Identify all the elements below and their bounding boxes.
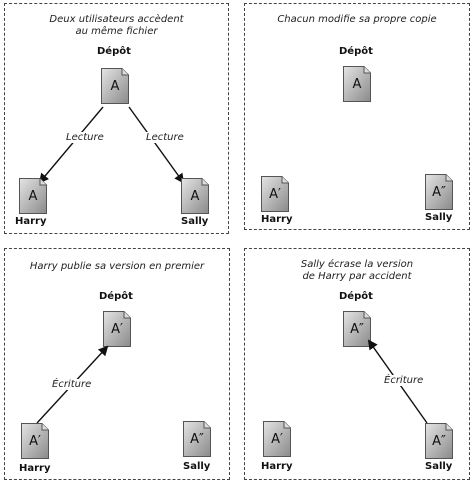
file-version: A <box>110 79 120 94</box>
panel-caption: Deux utilisateurs accèdent au même fichi… <box>5 14 228 38</box>
sally-label: Sally <box>425 212 453 223</box>
panel-caption: Chacun modifie sa propre copie <box>245 14 469 26</box>
sally-label: Sally <box>425 461 453 472</box>
write-label: Écriture <box>51 379 93 390</box>
panel-caption: Harry publie sa version en premier <box>5 261 229 273</box>
caption-line: de Harry par accident <box>302 271 412 282</box>
read-arrow-to-harry <box>38 106 104 184</box>
panel-shared-access: Deux utilisateurs accèdent au même fichi… <box>4 3 229 234</box>
sally-label: Sally <box>183 461 211 472</box>
read-label-left: Lecture <box>65 132 105 143</box>
write-label: Écriture <box>383 375 425 386</box>
repository-label: Dépôt <box>97 46 131 57</box>
repository-file-icon: A <box>101 68 129 104</box>
file-version: A <box>28 189 38 204</box>
sally-file-icon: A″ <box>425 423 453 459</box>
harry-label: Harry <box>261 214 293 225</box>
harry-file-icon: A′ <box>263 421 291 457</box>
file-version: A′ <box>271 432 283 447</box>
file-version: A <box>190 189 200 204</box>
repository-file-icon: A″ <box>343 311 371 347</box>
repository-file-icon: A′ <box>103 311 131 347</box>
file-version: A <box>352 77 362 92</box>
file-version: A″ <box>432 185 446 200</box>
repository-file-icon: A <box>343 66 371 102</box>
file-version: A″ <box>190 432 204 447</box>
sally-file-icon: A″ <box>183 421 211 457</box>
panel-caption: Sally écrase la version de Harry par acc… <box>245 259 469 283</box>
caption-line: Sally écrase la version <box>300 259 414 270</box>
file-version: A′ <box>29 434 41 449</box>
file-version: A′ <box>269 187 281 202</box>
harry-file-icon: A <box>19 178 47 214</box>
caption-line: Harry publie sa version en premier <box>29 261 205 272</box>
file-version: A″ <box>432 434 446 449</box>
repository-label: Dépôt <box>339 46 373 57</box>
file-version: A′ <box>111 322 123 337</box>
repository-label: Dépôt <box>339 291 373 302</box>
sally-file-icon: A″ <box>425 174 453 210</box>
caption-line: Deux utilisateurs accèdent <box>49 14 184 25</box>
harry-file-icon: A′ <box>261 176 289 212</box>
panel-harry-publishes: Harry publie sa version en premier Dépôt… <box>4 248 230 480</box>
harry-file-icon: A′ <box>21 423 49 459</box>
sally-label: Sally <box>181 216 209 227</box>
file-version: A″ <box>350 322 364 337</box>
caption-line: au même fichier <box>75 26 158 37</box>
read-arrows <box>38 106 185 184</box>
caption-line: Chacun modifie sa propre copie <box>277 14 437 25</box>
panel-local-edits: Chacun modifie sa propre copie Dépôt A A… <box>244 3 470 230</box>
harry-label: Harry <box>261 461 293 472</box>
read-label-right: Lecture <box>145 132 185 143</box>
repository-label: Dépôt <box>99 291 133 302</box>
read-arrow-to-sally <box>128 106 185 184</box>
sally-file-icon: A <box>181 178 209 214</box>
harry-label: Harry <box>15 216 47 227</box>
harry-label: Harry <box>19 463 51 474</box>
panel-sally-overwrites: Sally écrase la version de Harry par acc… <box>244 248 470 480</box>
